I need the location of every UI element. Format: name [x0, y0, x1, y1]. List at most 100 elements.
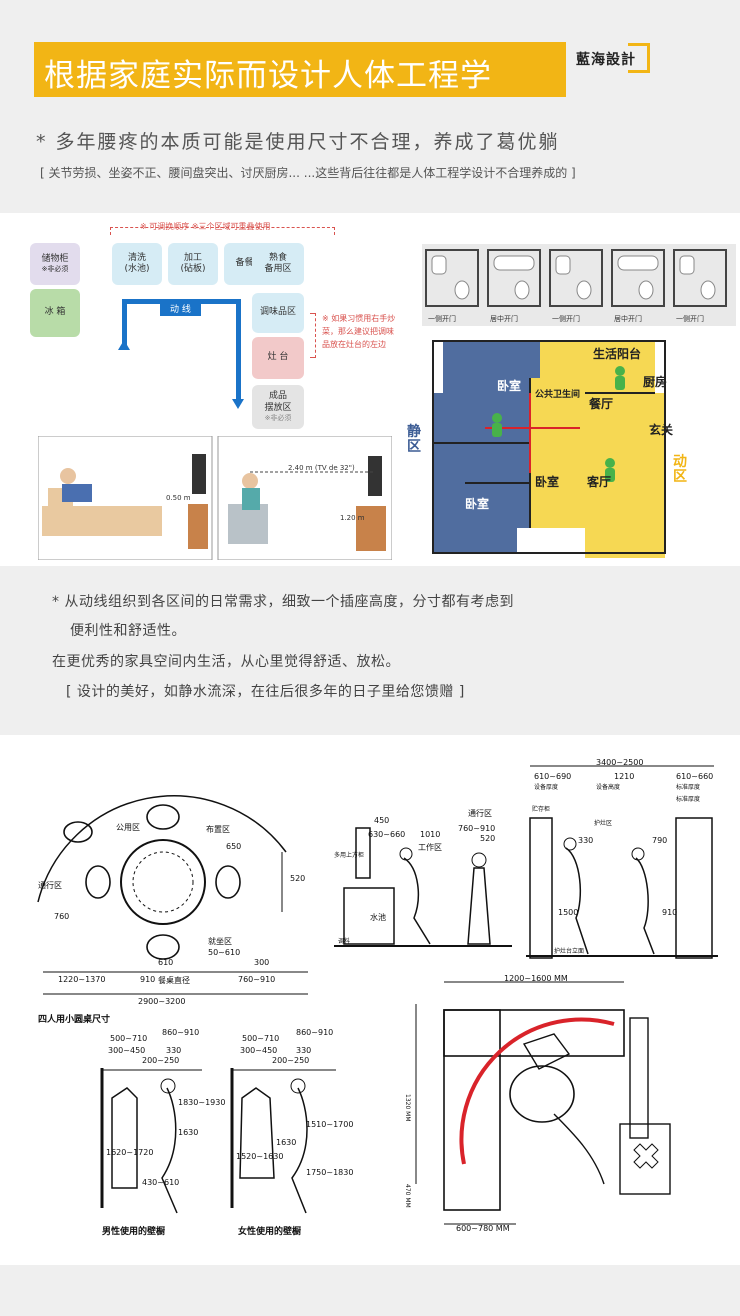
- bathroom-layouts: 一侧开门 居中开门 一侧开门 居中开门 一侧开门: [422, 244, 736, 326]
- wardrobe-male-caption: 男性使用的壁橱: [102, 1227, 166, 1237]
- side-note-line-3: 品放在灶台的左边: [322, 340, 386, 349]
- corner-desk-sketch: 1200~1600 MM 1320 MM 470 MM 600~780 MM: [404, 974, 676, 1236]
- tv-dim-distance: 2.40 m (TV de 32"): [288, 464, 355, 472]
- kr-dim-2: 610~690: [534, 772, 572, 781]
- kitchen-range-sketch: 3400~2500 610~690 1210 610~660 设备厚度 标准厚度…: [526, 758, 718, 962]
- middle-text-line-1: * 从动线组织到各区间的日常需求，细致一个插座高度，分寸都有考虑到: [52, 594, 514, 610]
- kc-label-cabinet: 多用上方柜: [334, 852, 365, 859]
- dining-svg: [37, 795, 308, 995]
- kr-dim-8: 贮存柜: [532, 806, 551, 813]
- room-entrance: 玄关: [649, 423, 674, 437]
- wm-dim-7: 1630: [178, 1128, 199, 1137]
- flow-arrow-down-icon: [232, 399, 244, 409]
- dining-dim-1220: 1220~1370: [58, 975, 106, 984]
- flow-box-seasoning: 调味品区: [252, 293, 304, 333]
- logo-roof-icon: [628, 43, 650, 73]
- floor-plan-svg: [432, 340, 666, 558]
- flow-box-stove: 灶 台: [252, 337, 304, 379]
- active-zone-label: 动区: [673, 454, 687, 486]
- dining-dim-760-910: 760~910: [238, 975, 276, 984]
- kr-dim-1: 3400~2500: [596, 758, 644, 767]
- room-bedroom-3: 卧室: [465, 497, 490, 511]
- bathroom-layouts-svg: [425, 249, 727, 307]
- kr-dim-3: 1210: [614, 772, 635, 781]
- dining-dim-650: 650: [226, 842, 242, 851]
- floor-plan: 卧室 公共卫生间 生活阳台 厨房 餐厅 玄关 卧室 客厅 卧室 静区 动区: [405, 333, 735, 561]
- cd-dim-1: 1200~1600 MM: [504, 974, 568, 983]
- side-note-bracket: [310, 313, 316, 358]
- corner-desk-svg: [415, 981, 671, 1225]
- wardrobe-male-svg: [100, 1068, 202, 1214]
- dining-dim-760: 760: [54, 912, 70, 921]
- wardrobe-female-svg: [230, 1068, 336, 1214]
- dining-dim-910: 910: [140, 975, 156, 984]
- flow-box-fridge: 冰 箱: [30, 289, 80, 337]
- wardrobe-female-caption: 女性使用的壁橱: [238, 1227, 302, 1237]
- dining-dim-50-610: 50~610: [208, 948, 241, 957]
- wm-dim-6: 1620~1720: [106, 1148, 154, 1157]
- kitchen-counter-svg: [334, 827, 512, 947]
- bathroom-label-4: 居中开门: [614, 315, 642, 323]
- dining-label-common: 公用区: [116, 823, 140, 832]
- kr-dim-12: 910: [662, 908, 678, 917]
- kr-dim-13: 护灶区: [594, 820, 613, 827]
- kc-label-sink: 水池: [370, 913, 386, 922]
- dining-label-walkway: 通行区: [38, 881, 62, 890]
- flow-box-cooked: 熟食备用区: [252, 243, 304, 285]
- wm-dim-9: 430~610: [142, 1178, 180, 1187]
- kitchen-flow-chart: ※ 可调换顺序 ※三个区域可重叠使用 储物柜※非必须 清洗(水池) 加工(砧板)…: [30, 215, 410, 430]
- flow-arrow-up-icon: [118, 340, 130, 350]
- dining-dim-610: 610: [158, 958, 174, 967]
- dining-label-seating: 就坐区: [208, 937, 232, 946]
- kr-dim-7: 设备高度: [596, 784, 621, 791]
- wardrobe-male-sketch: 500~710 860~910 300~450 330 200~250 1620…: [82, 1028, 225, 1238]
- wm-dim-5: 200~250: [142, 1056, 180, 1065]
- room-living: 客厅: [587, 475, 612, 489]
- room-dining: 餐厅: [589, 397, 614, 411]
- bathroom-label-2: 居中开门: [490, 315, 518, 323]
- bathroom-label-3: 一侧开门: [552, 315, 580, 323]
- kr-dim-6: 标准厚度: [676, 784, 701, 791]
- tv-dim-left: 0.50 m: [166, 494, 191, 502]
- kr-dim-5: 设备厚度: [534, 784, 559, 791]
- flow-box-wash: 清洗(水池): [112, 243, 162, 285]
- flow-box-serving-area: 成品摆放区 ※非必须: [252, 385, 304, 429]
- room-balcony: 生活阳台: [593, 347, 642, 361]
- intro-headline: * 多年腰疼的本质可能是使用尺寸不合理，养成了葛优躺: [36, 131, 560, 153]
- intro-subline: [ 关节劳损、坐姿不正、腰间盘突出、讨厌厨房... ...这些背后往往都是人体工…: [40, 166, 576, 180]
- dining-caption: 四人用小圆桌尺寸: [38, 1015, 111, 1025]
- wf-dim-8: 1510~1700: [306, 1120, 354, 1129]
- illustration-panel-2: [0, 735, 740, 1265]
- wm-dim-3: 300~450: [108, 1046, 146, 1055]
- kr-dim-14: 标准厚度: [676, 796, 701, 803]
- bathroom-label-1: 一侧开门: [428, 315, 456, 323]
- kc-dim-2: 630~660: [368, 830, 406, 839]
- cd-dim-3: 470 MM: [404, 1184, 411, 1208]
- kc-label-work: 工作区: [418, 843, 442, 852]
- quiet-zone-label: 静区: [407, 424, 421, 456]
- wf-dim-6: 1520~1630: [236, 1152, 284, 1161]
- brand-logo: 藍海設計: [576, 52, 636, 68]
- tv-sketch-svg: [37, 435, 393, 561]
- kc-dim-1: 450: [374, 816, 390, 825]
- kr-dim-10: 790: [652, 836, 668, 845]
- kr-dim-9: 330: [578, 836, 594, 845]
- wf-dim-4: 330: [296, 1046, 312, 1055]
- wm-dim-1: 500~710: [110, 1034, 148, 1043]
- wm-dim-2: 860~910: [162, 1028, 200, 1037]
- middle-text-line-4: [ 设计的美好，如静水流深，在往后很多年的日子里给您馈赠 ]: [66, 684, 465, 700]
- wf-dim-9: 1750~1830: [306, 1168, 354, 1177]
- bathroom-label-5: 一侧开门: [676, 315, 704, 323]
- kr-caption: 护灶台立面: [554, 948, 585, 955]
- kc-label-seasoning: 调料: [338, 938, 351, 945]
- wm-dim-4: 330: [166, 1046, 182, 1055]
- flow-top-note: ※ 可调换顺序 ※三个区域可重叠使用: [140, 222, 271, 231]
- kc-dim-4: 760~910: [458, 824, 496, 833]
- flow-label: 动 线: [160, 301, 201, 316]
- kc-label-walk: 通行区: [468, 809, 492, 818]
- title-banner: [34, 42, 566, 97]
- room-bedroom-2: 卧室: [535, 475, 560, 489]
- page-title: 根据家庭实际而设计人体工程学: [44, 58, 492, 94]
- room-kitchen: 厨房: [643, 375, 668, 389]
- tv-viewing-sketch: 0.50 m 2.40 m (TV de 32") 1.20 m: [37, 435, 393, 561]
